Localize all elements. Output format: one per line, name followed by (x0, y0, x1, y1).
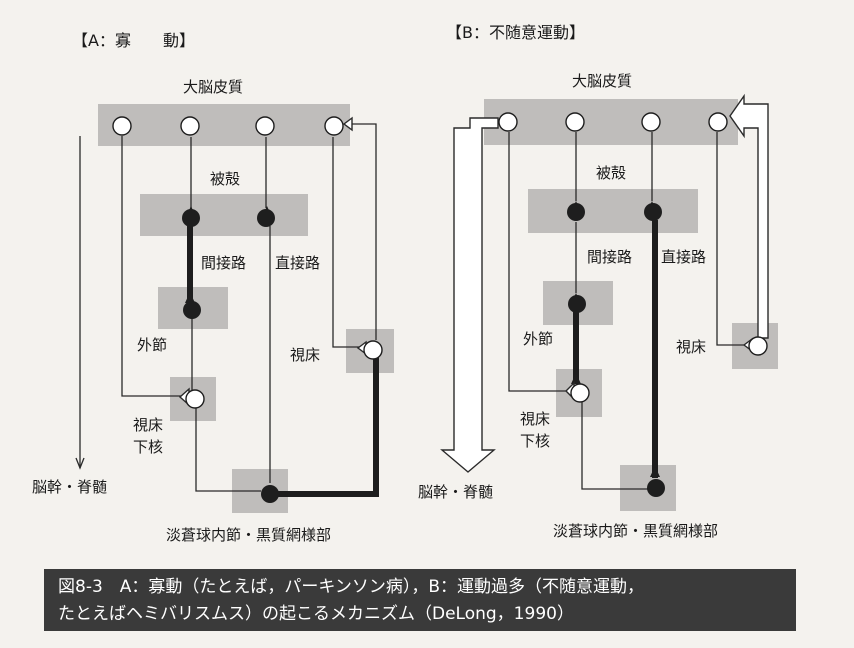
panel-b-gpi-label: 淡蒼球内節・黒質網様部 (553, 522, 718, 540)
panel-b-putamen-box (528, 189, 698, 233)
panel-a-cortex-box (98, 104, 350, 146)
panel-b-thalamus-cortex-big-arrow (729, 93, 769, 339)
panel-b-arrowhead-4 (571, 373, 581, 384)
panel-b-brainstem-label: 脳幹・脊髄 (418, 483, 493, 501)
panel-b-gpe-node (568, 295, 586, 313)
caption-bar (44, 569, 796, 631)
panel-a-gpi-node (261, 485, 279, 503)
panel-a-arrowhead-3 (185, 292, 195, 303)
panel-b-stn-gpi (581, 402, 648, 490)
panel-a-gpi-thalamus-thick (270, 356, 379, 497)
panel-b-direct-label: 直接路 (661, 248, 706, 266)
panel-a-cortex-thalamus (332, 137, 365, 348)
panel-a-thalamus-label: 視床 (290, 346, 320, 364)
panel-a-cortex-node-1 (112, 116, 132, 136)
panel-b-cortex-thalamus (716, 132, 750, 346)
panel-b-arrowhead-5 (650, 466, 660, 477)
panel-a-gpe-node (183, 301, 201, 319)
panel-a-brainstem-label: 脳幹・脊髄 (32, 478, 107, 496)
panel-a-gpi-label: 淡蒼球内節・黒質網様部 (166, 526, 331, 544)
panel-b-putamen-node-1 (567, 203, 585, 221)
panel-b-putamen-label: 被殻 (596, 164, 626, 182)
panel-a-gpe-label: 外節 (137, 336, 167, 354)
panel-a-title: 【A：寡 動】 (72, 31, 195, 50)
panel-a-arrowhead-cortex (342, 116, 353, 132)
panel-b-thalamus-label: 視床 (676, 338, 706, 356)
panel-a-cortex-node-2 (180, 116, 200, 136)
panel-a-stn-label-2: 下核 (133, 438, 163, 456)
panel-b-thalamus-node (748, 336, 768, 356)
panel-a-thalamus-node (363, 340, 383, 360)
panel-b-stn-node (570, 383, 590, 403)
panel-a-stn-gpi (195, 408, 261, 492)
panel-b-cortex-label: 大脳皮質 (572, 72, 632, 90)
panel-a-stn-node (185, 389, 205, 409)
panel-a-cortex-label: 大脳皮質 (183, 78, 243, 96)
panel-b: 【B：不随意運動】 (418, 23, 778, 540)
panel-b-brainstem-big-arrow (440, 117, 499, 473)
panel-b-cortex-node-4 (708, 112, 728, 132)
panel-a-putamen-box (140, 194, 308, 236)
panel-a-thalamus-cortex (352, 123, 377, 340)
panel-a-stn-label-1: 視床 (133, 416, 163, 434)
panel-b-stn-label-1: 視床 (520, 410, 550, 428)
panel-b-cortex-node-3 (641, 112, 661, 132)
panel-a-brainstem-arrow (75, 457, 85, 470)
caption-line-1: 図8-3 A：寡動（たとえば，パーキンソン病），B：運動過多（不随意運動， (58, 577, 644, 597)
panel-b-title: 【B：不随意運動】 (446, 23, 585, 42)
caption-line-2: たとえばヘミバリスムス）の起こるメカニズム（DeLong，1990） (58, 604, 574, 624)
panel-a-putamen-label: 被殻 (210, 170, 240, 188)
panel-b-stn-label-2: 下核 (520, 432, 550, 450)
figure-caption: 図8-3 A：寡動（たとえば，パーキンソン病），B：運動過多（不随意運動， たと… (44, 569, 796, 631)
panel-a-indirect-label: 間接路 (201, 254, 246, 272)
panel-b-cortex-stn (508, 132, 568, 392)
panel-b-cortex-node-2 (565, 112, 585, 132)
panel-a-cortex-node-3 (255, 116, 275, 136)
panel-b-gpe-label: 外節 (523, 330, 553, 348)
panel-b-indirect-label: 間接路 (587, 248, 632, 266)
panel-a-direct-label: 直接路 (275, 254, 320, 272)
panel-b-cortex-node-1 (498, 112, 518, 132)
panel-a-putamen-node-1 (182, 209, 200, 227)
panel-b-putamen-node-2 (644, 203, 662, 221)
panel-b-gpi-node (647, 479, 665, 497)
panel-b-cortex-box (484, 99, 738, 145)
panel-a: 【A：寡 動】 (32, 31, 394, 544)
panel-a-cortex-node-4 (324, 116, 344, 136)
panel-a-putamen-node-2 (257, 209, 275, 227)
panel-a-cortex-stn (121, 136, 183, 397)
